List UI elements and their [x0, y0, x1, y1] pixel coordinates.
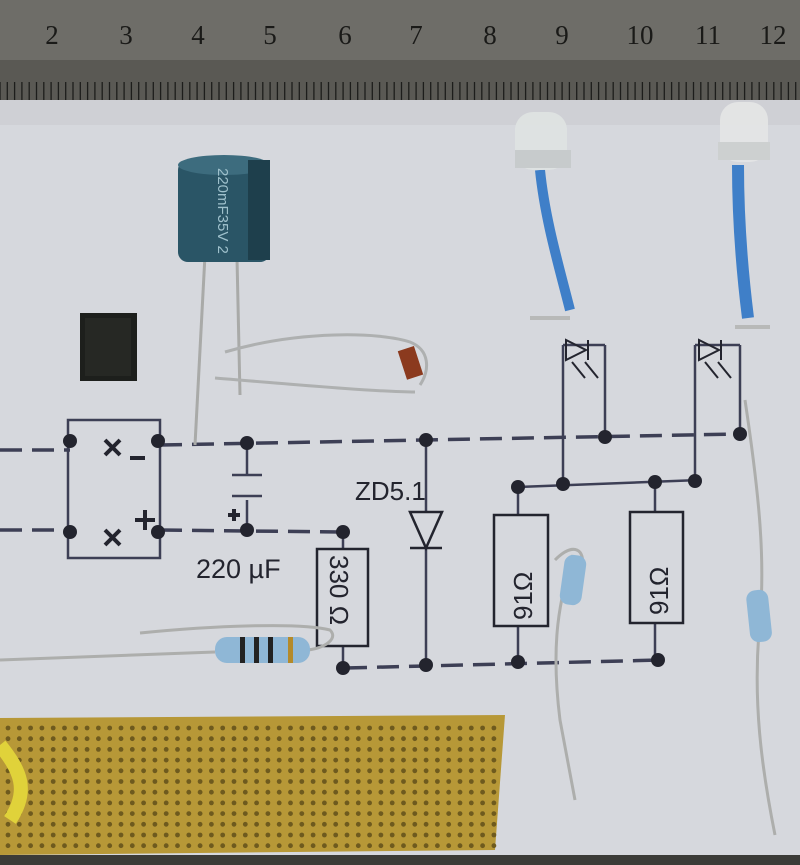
ruler-number: 2	[45, 20, 59, 50]
zener-symbol	[408, 510, 444, 552]
ruler-number: 4	[191, 20, 205, 50]
led-right	[718, 102, 770, 329]
capacitor-marking: 220mF35V 2	[214, 168, 231, 254]
circuit-nodes	[63, 427, 747, 675]
zener-label: ZD5.1	[355, 476, 426, 506]
ruler-number: 8	[483, 20, 497, 50]
resistor-330-label: 330 Ω	[324, 555, 354, 625]
capacitor-label: 220 µF	[196, 554, 281, 584]
ruler: 2 3 4 5 6 7 8 9 10 11 12	[0, 0, 800, 100]
bridge-rectifier	[80, 313, 137, 381]
stripboard	[0, 715, 505, 855]
ruler-number: 3	[119, 20, 133, 50]
circuit-rails	[0, 432, 741, 670]
ruler-number: 7	[409, 20, 423, 50]
ruler-number: 12	[760, 20, 787, 50]
resistor-91-left-label: 91Ω	[508, 572, 538, 620]
resistor-horizontal	[0, 624, 334, 663]
ruler-number: 10	[627, 20, 654, 50]
wire-loop-diode	[214, 333, 429, 394]
ruler-number: 9	[555, 20, 569, 50]
led-symbols	[565, 338, 732, 379]
ruler-number: 11	[695, 20, 721, 50]
resistor-91-right-label: 91Ω	[644, 567, 674, 615]
ruler-number: 6	[338, 20, 352, 50]
led-left	[515, 112, 575, 320]
electrolytic-capacitor: 220mF35V 2	[178, 155, 270, 446]
table-edge	[0, 855, 800, 865]
ruler-number: 5	[263, 20, 277, 50]
resistor-boxes	[315, 510, 685, 648]
resistor-vertical-right	[743, 399, 777, 836]
bridge-symbols	[103, 438, 240, 547]
resistor-vertical-middle	[553, 547, 587, 801]
